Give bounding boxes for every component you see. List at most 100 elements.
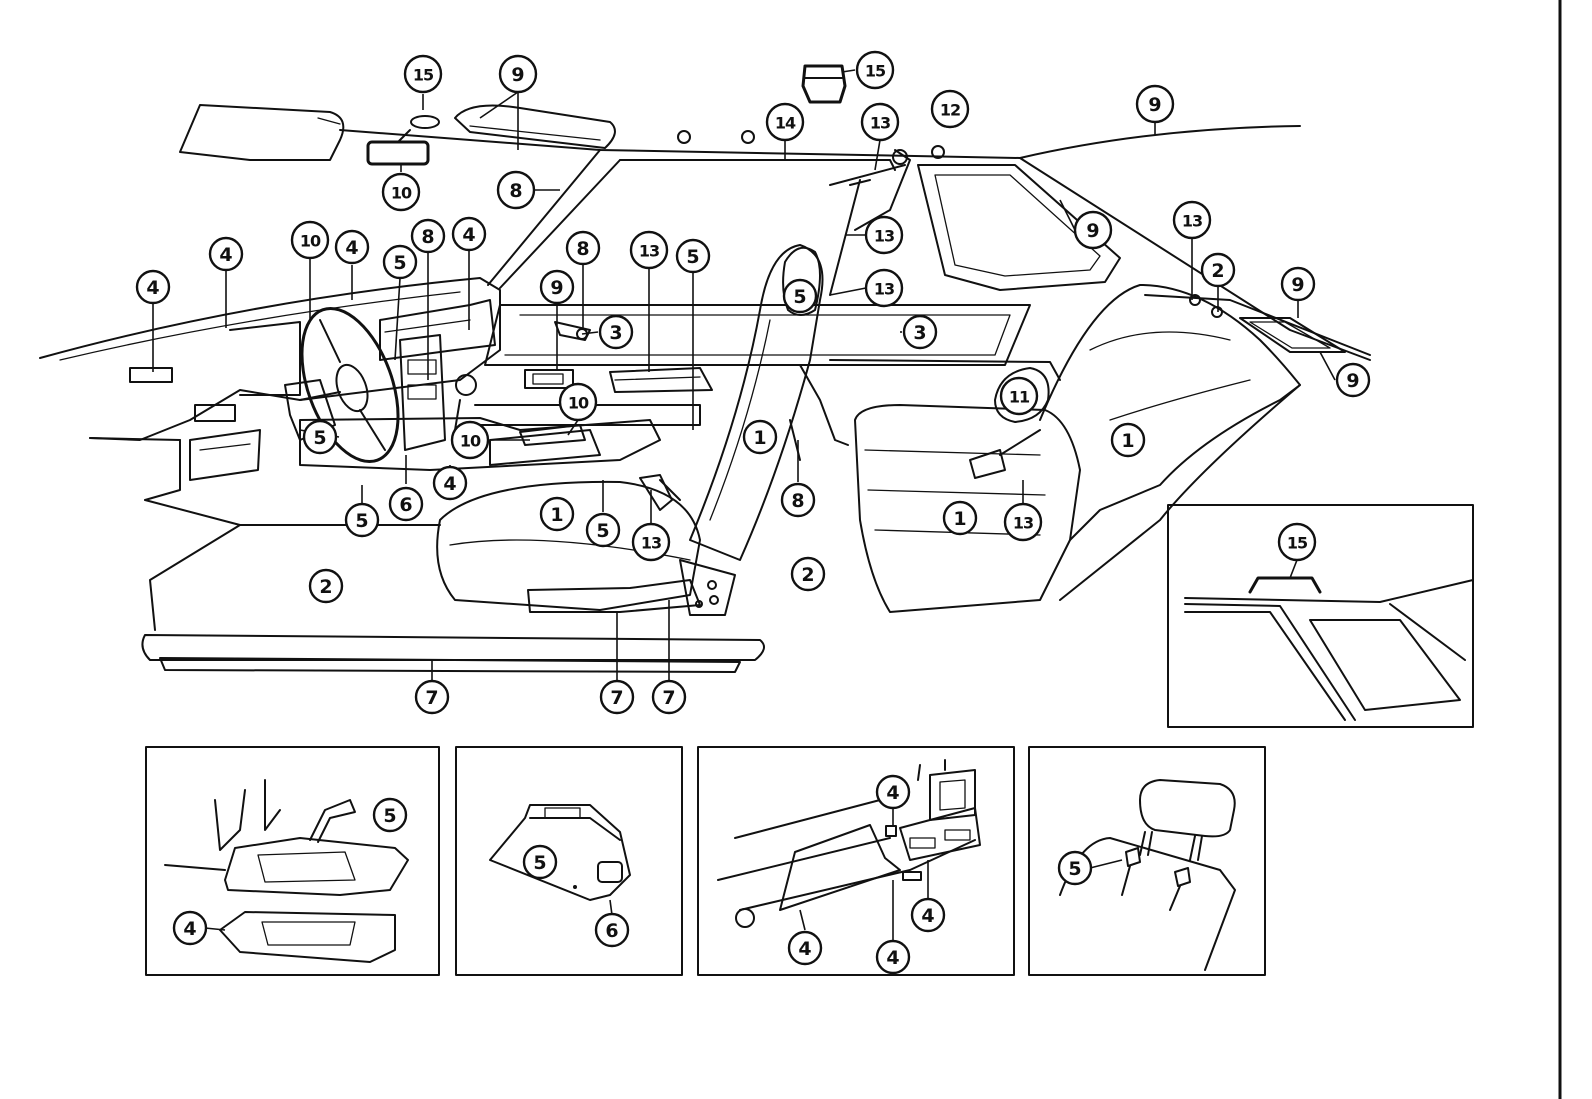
parking-brake [639, 474, 673, 511]
callout-9: 9 [1280, 266, 1316, 302]
svg-text:10: 10 [568, 394, 589, 413]
rear-seat-belt-buckle [969, 449, 1006, 479]
callout-3: 3 [598, 314, 634, 350]
main-leader-lines [152, 69, 1336, 680]
svg-text:14: 14 [775, 114, 796, 133]
svg-text:4: 4 [345, 237, 358, 259]
callout-7: 7 [599, 679, 635, 715]
callout-13: 13 [1172, 200, 1212, 240]
callout-13: 13 [864, 268, 904, 308]
svg-text:7: 7 [610, 687, 623, 709]
a-pillar [487, 149, 621, 289]
callout-13: 13 [860, 102, 900, 142]
svg-text:5: 5 [393, 252, 406, 274]
callout-10: 10 [381, 172, 421, 212]
svg-text:8: 8 [509, 180, 522, 202]
svg-text:7: 7 [425, 687, 438, 709]
callout-4: 4 [875, 774, 911, 810]
svg-text:9: 9 [511, 64, 524, 86]
svg-text:9: 9 [1291, 274, 1304, 296]
inset-column-cover: 5 6 [455, 746, 683, 976]
door-armrest [609, 367, 713, 393]
callout-9: 9 [539, 269, 575, 305]
rear-view-mirror [366, 140, 430, 166]
svg-text:3: 3 [913, 322, 926, 344]
main-interior-view: 15 9 15 9 12 14 13 10 8 13 9 13 2 9 9 4 … [39, 50, 1371, 715]
svg-text:4: 4 [886, 782, 899, 804]
callout-9: 9 [498, 54, 538, 94]
svg-text:13: 13 [874, 280, 894, 299]
callout-5: 5 [782, 278, 818, 314]
svg-text:5: 5 [596, 520, 609, 542]
callout-4: 4 [432, 465, 468, 501]
svg-text:10: 10 [300, 232, 321, 251]
callout-5: 5 [522, 844, 558, 880]
scuff-plate [141, 634, 765, 661]
svg-text:4: 4 [443, 473, 456, 495]
callout-6: 6 [594, 912, 630, 948]
svg-text:5: 5 [355, 510, 368, 532]
steering-wheel [300, 306, 400, 464]
svg-text:13: 13 [1182, 212, 1202, 231]
svg-text:5: 5 [1068, 858, 1081, 880]
svg-text:5: 5 [533, 852, 546, 874]
callout-13: 13 [864, 215, 904, 255]
callout-4: 4 [875, 939, 911, 975]
svg-text:4: 4 [921, 905, 934, 927]
callout-10: 10 [558, 382, 598, 422]
callout-15: 15 [403, 54, 443, 94]
callout-5: 5 [1057, 850, 1093, 886]
callout-10: 10 [290, 220, 330, 260]
callout-15: 15 [1277, 522, 1317, 562]
svg-text:13: 13 [870, 114, 890, 133]
inset-headrest: 5 [1028, 746, 1266, 976]
rear-package-vent [1239, 317, 1346, 353]
sunroof-panel [454, 104, 616, 149]
svg-text:1: 1 [753, 427, 766, 449]
svg-text:9: 9 [1086, 220, 1099, 242]
front-seat-back [689, 244, 824, 561]
b-pillar [829, 149, 911, 231]
svg-text:1: 1 [550, 504, 563, 526]
callout-2: 2 [308, 568, 344, 604]
svg-text:9: 9 [1346, 370, 1359, 392]
svg-text:11: 11 [1009, 388, 1030, 407]
svg-text:5: 5 [793, 286, 806, 308]
callout-7: 7 [651, 679, 687, 715]
svg-text:15: 15 [1287, 534, 1308, 553]
svg-text:13: 13 [641, 534, 661, 553]
svg-text:6: 6 [399, 494, 412, 516]
floor-carpet [144, 499, 241, 631]
svg-text:13: 13 [1013, 514, 1033, 533]
instrument-cluster [379, 299, 496, 361]
svg-text:13: 13 [639, 242, 659, 261]
inset-console-boot: 5 4 [145, 746, 440, 976]
callout-5: 5 [382, 244, 418, 280]
left-dash-vent [129, 367, 173, 383]
callout-7: 7 [414, 679, 450, 715]
front-seat-cushion [436, 480, 701, 611]
svg-text:5: 5 [383, 805, 396, 827]
callout-4: 4 [787, 930, 823, 966]
rear-seat-cushion [854, 404, 1081, 613]
callout-13: 13 [631, 522, 671, 562]
callout-5: 5 [372, 797, 408, 833]
callout-6: 6 [388, 486, 424, 522]
svg-text:9: 9 [550, 277, 563, 299]
inset-assist-handle: 15 [1167, 504, 1474, 728]
assist-handle [1248, 576, 1322, 594]
callout-2: 2 [790, 556, 826, 592]
callout-5: 5 [344, 502, 380, 538]
svg-text:2: 2 [319, 576, 332, 598]
callout-8: 8 [565, 230, 601, 266]
callout-1: 1 [1110, 422, 1146, 458]
callout-4: 4 [451, 216, 487, 252]
callout-4: 4 [172, 910, 208, 946]
svg-text:1: 1 [1121, 430, 1134, 452]
svg-text:15: 15 [865, 62, 886, 81]
svg-text:10: 10 [460, 432, 481, 451]
callout-3: 3 [902, 314, 938, 350]
dome-lamp [801, 64, 847, 104]
callout-11: 11 [999, 376, 1039, 416]
